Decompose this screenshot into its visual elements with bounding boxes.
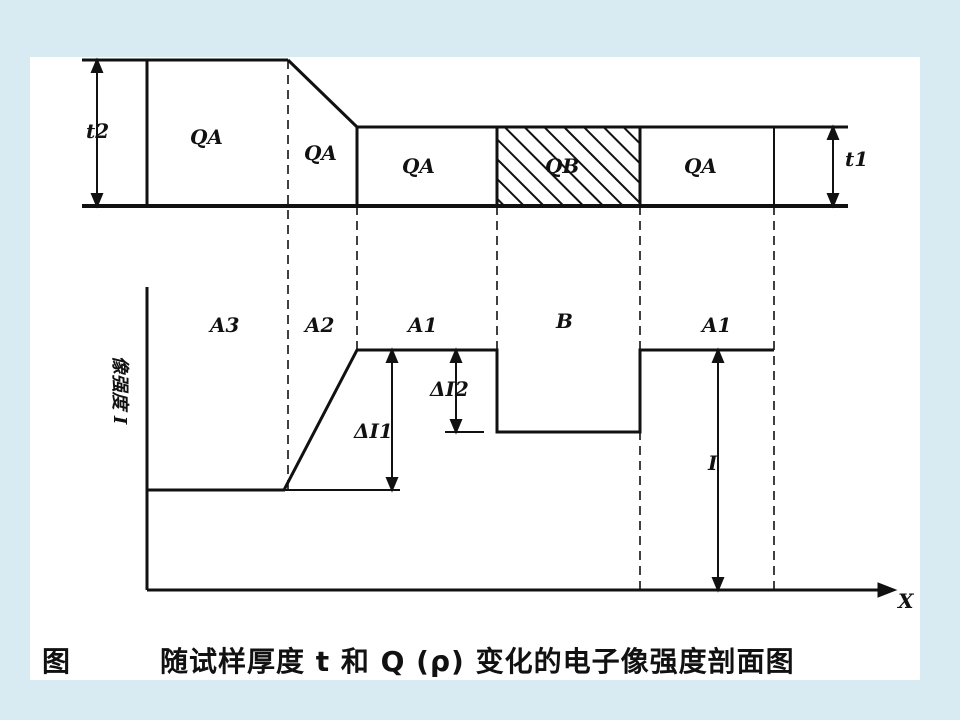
- x-axis-label: X: [896, 589, 915, 613]
- delta-i1-arrow: [385, 347, 399, 493]
- t1-label: t1: [845, 147, 868, 171]
- t1-dimension: [826, 124, 840, 209]
- specimen-profile: [82, 58, 848, 208]
- figure-panel: t2 t1 QA QA QA QB QA A3 A2 A1 B A1 ΔI1 Δ…: [30, 57, 920, 680]
- projection-lines: [287, 60, 775, 590]
- i-magnitude-label: I: [707, 451, 718, 475]
- zone-a3-label: A3: [208, 313, 240, 337]
- zone-a1-left-label: A1: [406, 313, 437, 337]
- intensity-profile-diagram: t2 t1 QA QA QA QB QA A3 A2 A1 B A1 ΔI1 Δ…: [82, 57, 915, 613]
- intensity-axes: [145, 287, 898, 598]
- intensity-profile-curve: [147, 348, 774, 492]
- hatched-region-b: [497, 127, 640, 206]
- region-3-label: QA: [402, 154, 435, 178]
- t2-label: t2: [86, 119, 109, 143]
- delta-i1-label: ΔI1: [353, 419, 393, 443]
- zone-a2-label: A2: [303, 313, 335, 337]
- delta-i2-label: ΔI2: [429, 377, 469, 401]
- figure-caption: 图 随试样厚度 t 和 Q (ρ) 变化的电子像强度剖面图: [0, 636, 960, 680]
- zone-a1-right-label: A1: [700, 313, 731, 337]
- t2-dimension: [90, 57, 104, 209]
- y-axis-label: 像强度 I: [109, 356, 130, 425]
- specimen-slope-edge: [286, 58, 359, 129]
- region-5-label: QA: [684, 154, 717, 178]
- x-axis-arrow: [877, 582, 898, 598]
- zone-b-label: B: [555, 309, 573, 333]
- region-4-label: QB: [545, 154, 579, 178]
- caption-prefix: 图: [42, 645, 71, 678]
- region-1-label: QA: [190, 125, 223, 149]
- caption-text: 随试样厚度 t 和 Q (ρ) 变化的电子像强度剖面图: [160, 645, 795, 678]
- region-2-label: QA: [304, 141, 337, 165]
- i-magnitude-arrow: [711, 347, 725, 593]
- delta-i2-arrow: [449, 347, 463, 435]
